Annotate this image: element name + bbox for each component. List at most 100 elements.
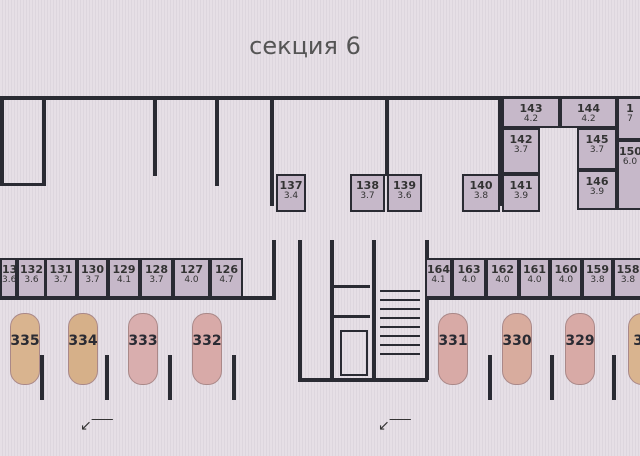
parking-spot-334[interactable]: 334	[68, 333, 98, 349]
unit-area: 4.0	[461, 275, 477, 285]
section-title: секция 6	[249, 32, 361, 60]
wall	[272, 240, 276, 300]
parking-spot-330[interactable]: 330	[502, 333, 532, 349]
unit-number: 143	[519, 102, 543, 115]
unit-number: 142	[509, 133, 533, 146]
unit-number: 164	[427, 263, 450, 276]
car-icon	[502, 313, 532, 385]
unit-number: 137	[279, 179, 303, 192]
wall	[385, 96, 389, 176]
unit-area: 6.0	[622, 157, 638, 167]
unit-area: 3.6	[24, 275, 39, 285]
parking-spot-332[interactable]: 332	[192, 333, 222, 349]
wall	[330, 285, 370, 288]
unit-number: 141	[509, 179, 533, 192]
wall	[0, 296, 275, 300]
unit-number: 127	[180, 263, 203, 276]
wall	[372, 240, 376, 380]
stair-step	[380, 326, 420, 328]
parking-spot-32[interactable]: 32	[633, 333, 640, 349]
wall	[40, 355, 44, 400]
stair-step	[380, 317, 420, 319]
unit-number: 163	[457, 263, 481, 276]
wall	[425, 240, 429, 380]
wall	[425, 296, 640, 300]
car-icon	[438, 313, 468, 385]
wall	[153, 96, 157, 176]
unit-number: 161	[523, 263, 546, 276]
parking-spot-333[interactable]: 333	[128, 333, 158, 349]
stair-step	[380, 308, 420, 310]
unit-area: 4.7	[219, 275, 234, 285]
stair-step	[380, 335, 420, 337]
wall	[330, 315, 370, 318]
unit-number: 158	[616, 263, 640, 276]
unit-number: 126	[215, 263, 238, 276]
parking-spot-335[interactable]: 335	[10, 333, 40, 349]
unit-area: 3.7	[85, 275, 100, 285]
wall	[270, 96, 274, 206]
wall	[298, 378, 428, 382]
unit-area: 4.1	[116, 275, 132, 285]
wall	[550, 355, 554, 400]
unit-number: 1	[626, 102, 634, 115]
wall	[330, 240, 334, 380]
stair-step	[380, 344, 420, 346]
unit-area: 3.7	[53, 275, 69, 285]
unit-number: 146	[585, 175, 609, 188]
unit-area: 4.0	[558, 275, 574, 285]
car-icon	[10, 313, 40, 385]
unit-area: 3.7	[149, 275, 164, 285]
wall	[298, 240, 302, 380]
unit-area: 3.7	[360, 191, 375, 201]
storage-unit-133[interactable]: 1333.6	[0, 258, 17, 298]
wall	[232, 355, 236, 400]
parking-spot-331[interactable]: 331	[438, 333, 468, 349]
direction-arrow-icon: ↙‾‾‾	[378, 418, 411, 434]
unit-number: 159	[586, 263, 609, 276]
unit-area: 3.8	[620, 275, 636, 285]
unit-number: 138	[356, 179, 379, 192]
stair-step	[380, 290, 420, 292]
car-icon	[192, 313, 222, 385]
unit-area: 4.2	[523, 114, 539, 124]
unit-area: 4.0	[527, 275, 542, 285]
wall	[0, 183, 46, 186]
unit-area: 3.8	[473, 191, 489, 201]
unit-number: 144	[577, 102, 600, 115]
unit-area: 3.6	[397, 191, 412, 201]
parking-spot-329[interactable]: 329	[565, 333, 595, 349]
unit-number: 130	[81, 263, 104, 276]
unit-area: 4.0	[184, 275, 199, 285]
unit-number: 131	[49, 263, 73, 276]
unit-number: 129	[112, 263, 136, 276]
unit-number: 162	[491, 263, 514, 276]
unit-area: 3.6	[2, 275, 17, 285]
